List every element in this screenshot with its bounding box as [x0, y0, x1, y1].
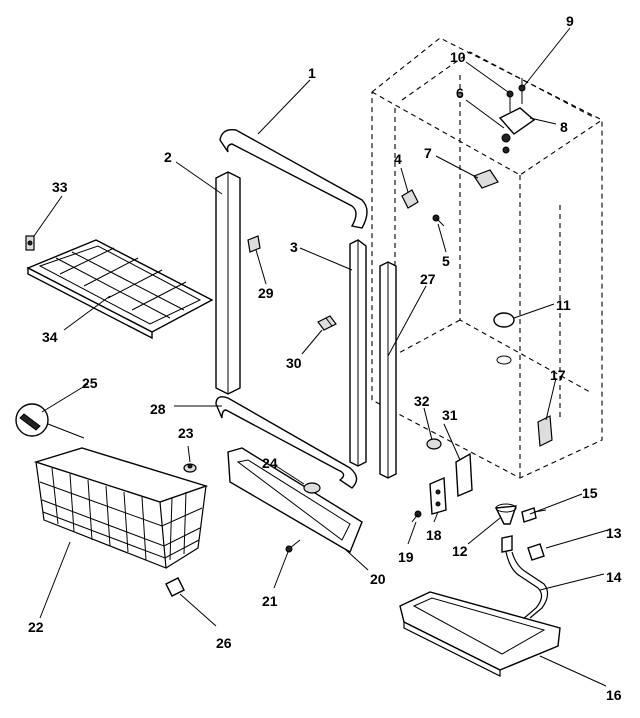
screw-21 [285, 539, 301, 553]
callout-18: 18 [426, 527, 442, 543]
callout-19: 19 [398, 549, 414, 565]
callout-7: 7 [424, 145, 432, 161]
callout-1: 1 [308, 65, 316, 81]
cap-11 [493, 312, 515, 365]
callout-5: 5 [442, 253, 450, 269]
drain-pan [399, 591, 561, 677]
shelf-panel [26, 239, 214, 340]
callout-12: 12 [452, 543, 468, 559]
thermostat-assembly [498, 78, 536, 154]
callout-13: 13 [606, 525, 622, 541]
callout-21: 21 [262, 593, 278, 609]
callout-34: 34 [42, 329, 58, 345]
bushing-32 [426, 438, 442, 450]
callout-8: 8 [560, 119, 568, 135]
callout-23: 23 [178, 425, 194, 441]
callout-14: 14 [606, 569, 622, 585]
callout-32: 32 [414, 393, 430, 409]
callout-17: 17 [550, 367, 566, 383]
leader-lines [33, 27, 609, 687]
grille [227, 447, 363, 554]
screw-5 [432, 214, 445, 227]
callout-15: 15 [582, 485, 598, 501]
hinge-33 [25, 235, 35, 251]
callout-labels: 1 2 3 4 5 6 7 8 9 10 11 12 13 14 15 16 1… [28, 13, 622, 703]
cabinet-outline [371, 37, 603, 479]
door-gasket-right [349, 239, 367, 467]
door-gasket-left [215, 171, 241, 395]
callout-33: 33 [52, 179, 68, 195]
callout-10: 10 [450, 49, 466, 65]
callout-22: 22 [28, 619, 44, 635]
drain-assembly [494, 503, 549, 629]
clip-24 [303, 482, 321, 494]
callout-27: 27 [420, 271, 436, 287]
callout-26: 26 [216, 635, 232, 651]
knob-23 [183, 463, 197, 473]
wire-basket [33, 447, 209, 569]
callout-16: 16 [606, 687, 622, 703]
cap-25 [15, 403, 85, 439]
callout-4: 4 [394, 151, 402, 167]
bracket-4 [401, 189, 419, 209]
hinge-plate-18 [429, 476, 447, 515]
callout-11: 11 [556, 297, 571, 313]
door-gasket-top [219, 129, 368, 229]
hinge-17 [537, 415, 553, 447]
callout-9: 9 [566, 13, 574, 29]
callout-24: 24 [262, 455, 278, 471]
cylinder-26 [165, 577, 185, 597]
bracket-29 [247, 235, 261, 253]
callout-2: 2 [164, 149, 172, 165]
callout-25: 25 [82, 375, 98, 391]
switch-7 [473, 169, 499, 189]
callout-6: 6 [456, 85, 464, 101]
breaker-strip [379, 261, 397, 479]
callout-28: 28 [150, 401, 166, 417]
door-gasket-bottom [215, 396, 358, 489]
bracket-31 [455, 452, 473, 498]
callout-20: 20 [370, 571, 386, 587]
callout-31: 31 [442, 407, 458, 423]
callout-29: 29 [258, 285, 274, 301]
screw-19 [411, 510, 422, 523]
callout-30: 30 [286, 355, 302, 371]
callout-3: 3 [290, 239, 298, 255]
latch-30 [317, 315, 337, 331]
